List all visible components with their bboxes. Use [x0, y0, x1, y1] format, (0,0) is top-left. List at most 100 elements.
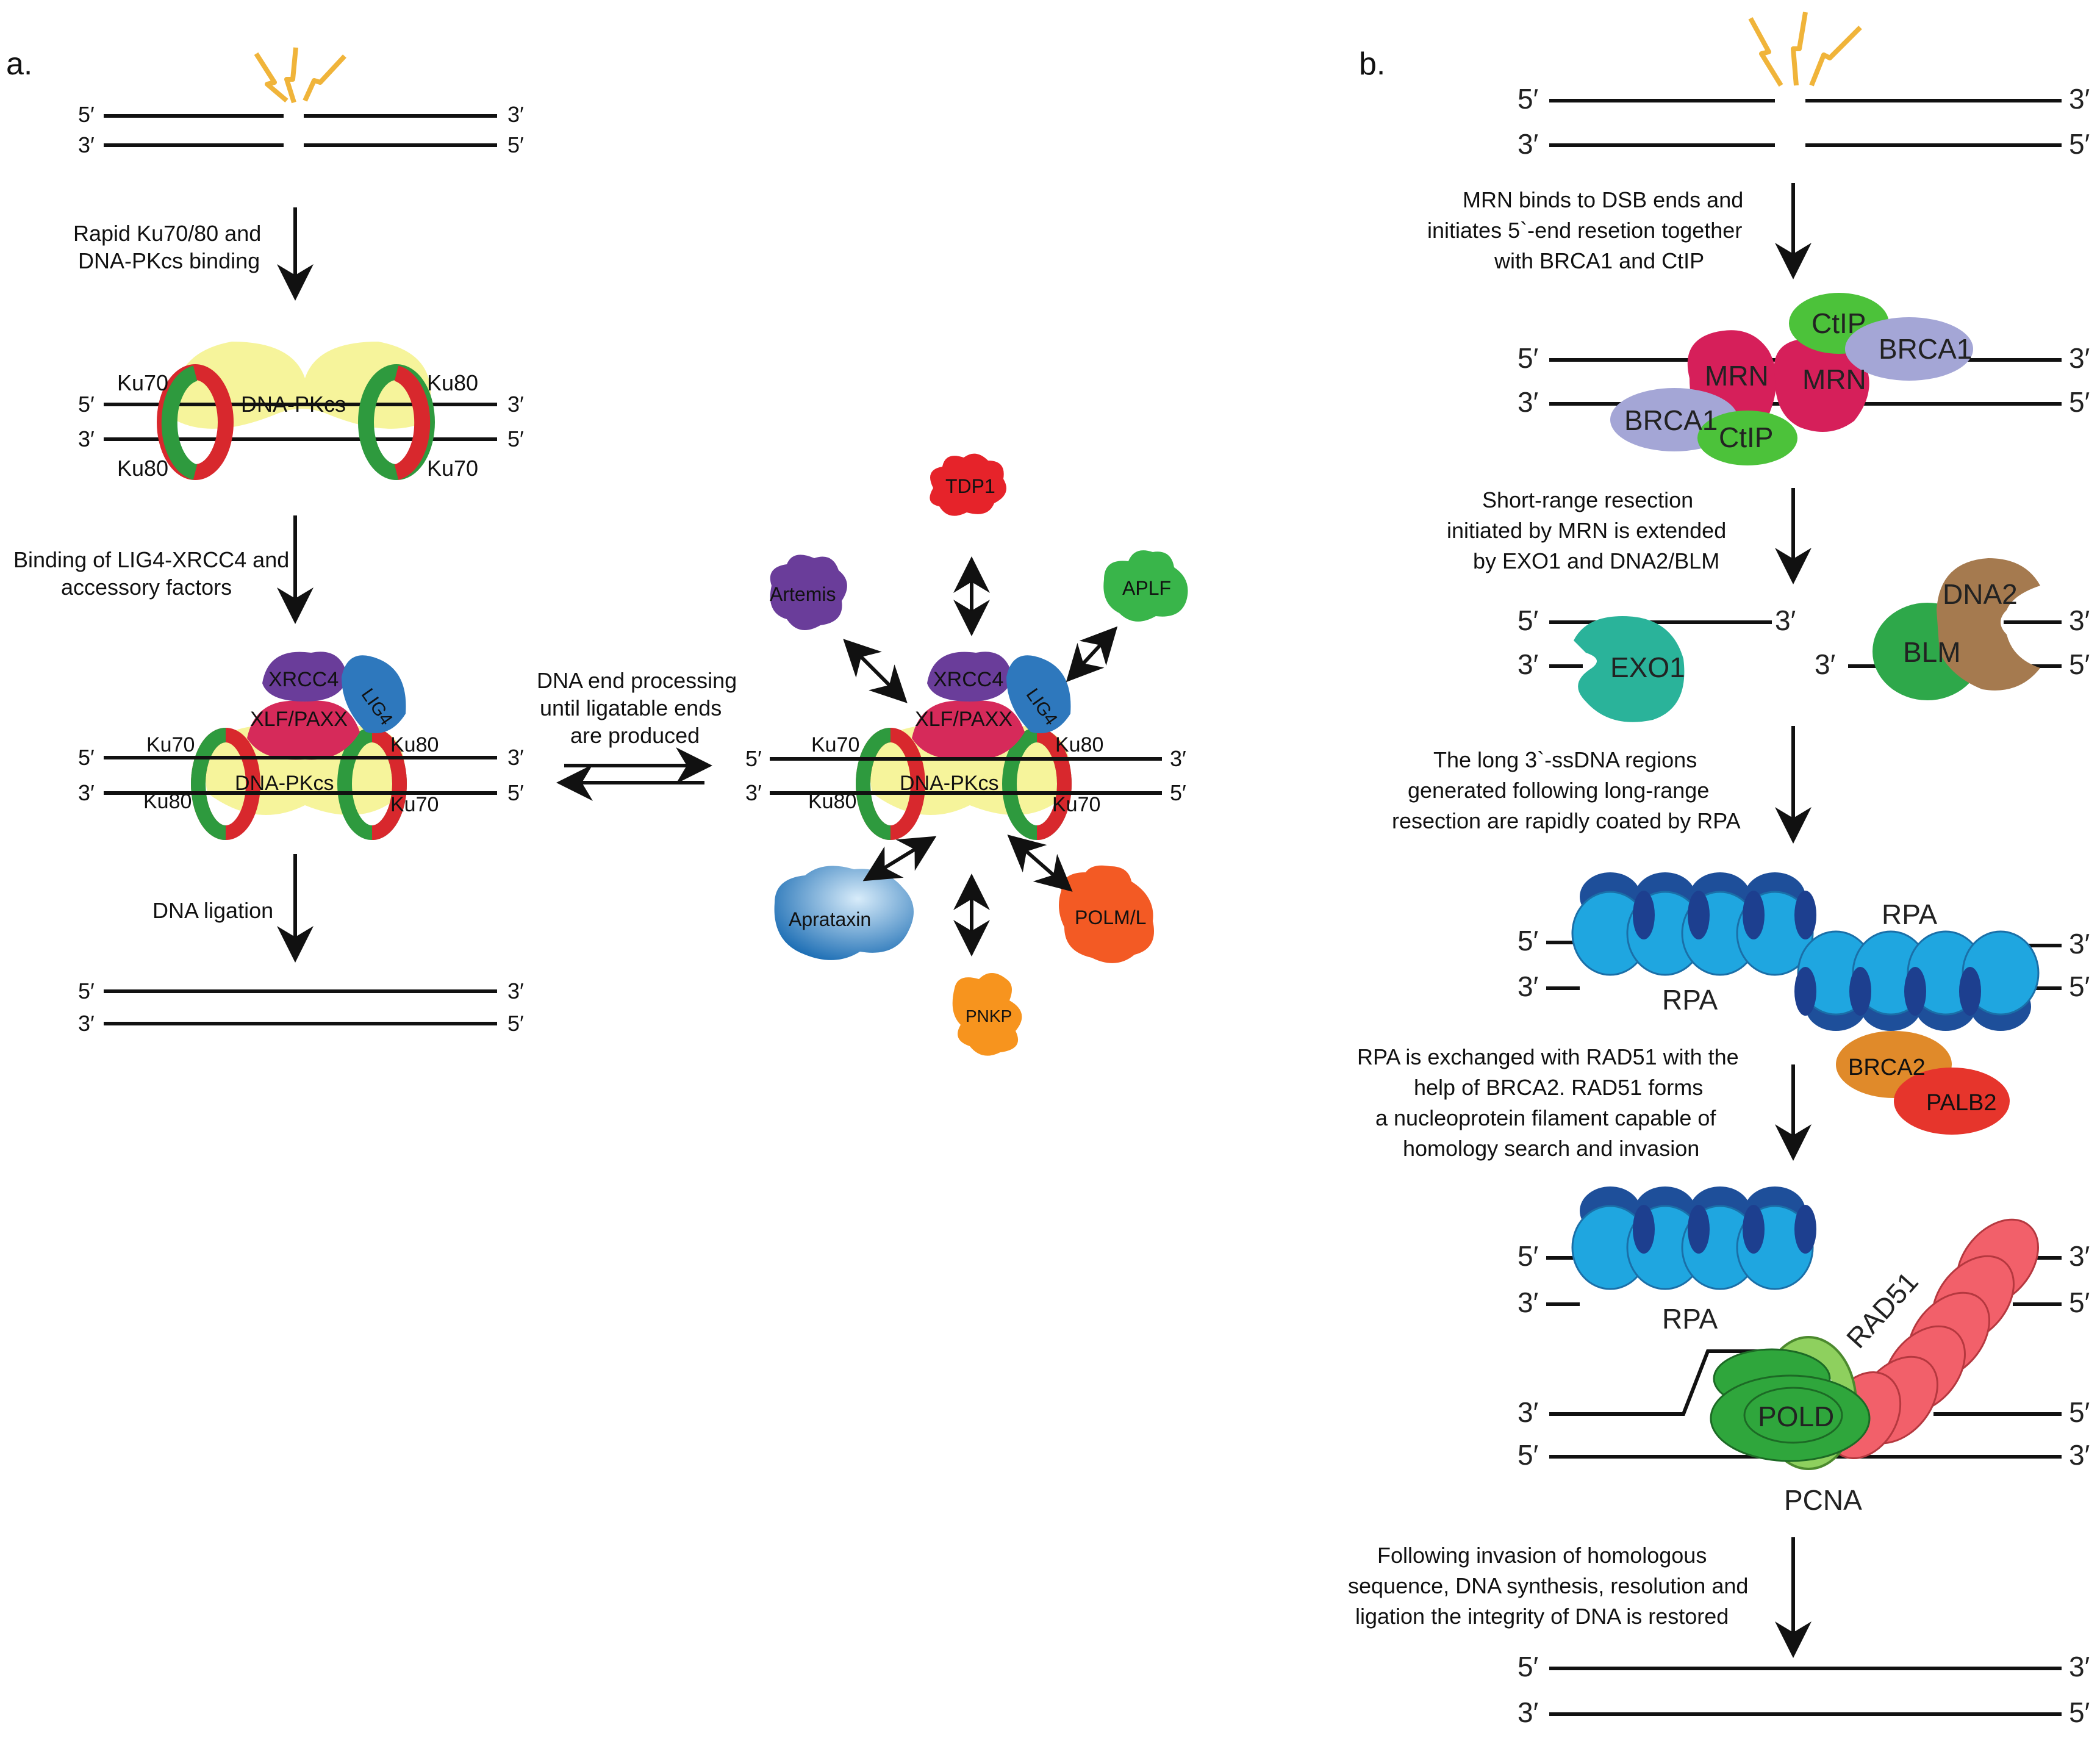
svg-text:5′: 5′	[1518, 1651, 1538, 1682]
nhej-repaired-dna: 5′ 3′ 3′ 5′	[78, 978, 524, 1036]
svg-text:Ku70: Ku70	[1052, 793, 1100, 816]
svg-text:3′: 3′	[78, 132, 95, 157]
hr-step1-line3: with BRCA1 and CtIP	[1494, 248, 1704, 273]
svg-text:XLF/PAXX: XLF/PAXX	[250, 708, 348, 731]
svg-text:POLM/L: POLM/L	[1075, 906, 1146, 928]
svg-text:Ku70: Ku70	[811, 733, 859, 756]
lightning-icon	[254, 47, 346, 104]
svg-text:5′: 5′	[2069, 971, 2090, 1002]
svg-text:3′: 3′	[1815, 648, 1835, 680]
svg-text:3′: 3′	[1518, 128, 1538, 160]
panel-b-label: b.	[1359, 46, 1385, 82]
svg-text:Ku70: Ku70	[146, 733, 195, 756]
svg-text:DNA-PKcs: DNA-PKcs	[900, 772, 998, 795]
lightning-icon	[1748, 12, 1862, 87]
rad51-invasion: RPA 5′ 3′ RAD51 POLD PCNA 3′ 5′ 3′ 5′ 5	[1518, 1186, 2090, 1516]
svg-text:3′: 3′	[1775, 605, 1796, 636]
hr-step1-line1: MRN binds to DSB ends and	[1463, 187, 1743, 212]
svg-text:APLF: APLF	[1122, 577, 1171, 599]
svg-text:BRCA1: BRCA1	[1879, 333, 1972, 365]
svg-text:RPA: RPA	[1882, 899, 1937, 930]
svg-text:Ku70: Ku70	[427, 456, 478, 481]
svg-text:5′: 5′	[2069, 1696, 2090, 1728]
factor-tdp1: TDP1	[930, 453, 1006, 516]
svg-text:DNA-PKcs: DNA-PKcs	[235, 772, 334, 795]
svg-text:5′: 5′	[78, 978, 95, 1003]
svg-text:RPA: RPA	[1662, 1303, 1718, 1335]
resection-complexes: EXO1 BLM DNA2 5′ 3′ 3′ 3′ 3′ 5′	[1518, 558, 2090, 722]
factor-aprataxin: Aprataxin	[774, 866, 914, 960]
svg-text:3′: 3′	[1518, 386, 1538, 418]
svg-text:XRCC4: XRCC4	[933, 668, 1003, 691]
svg-text:5′: 5′	[2069, 1396, 2090, 1428]
svg-text:BLM: BLM	[1903, 636, 1961, 668]
svg-text:3′: 3′	[507, 978, 524, 1003]
svg-text:3′: 3′	[1518, 971, 1538, 1002]
svg-text:5′: 5′	[745, 746, 762, 771]
svg-text:5′: 5′	[507, 1011, 524, 1036]
hr-step2-line2: initiated by MRN is extended	[1447, 518, 1726, 543]
nhej-ligation-complex-left: XRCC4 LIG4 XLF/PAXX DNA-PKcs Ku70 Ku80 K…	[78, 652, 524, 840]
svg-text:Ku80: Ku80	[390, 733, 439, 756]
svg-text:3′: 3′	[2069, 83, 2090, 115]
svg-text:3′: 3′	[2069, 1240, 2090, 1272]
svg-text:TDP1: TDP1	[945, 475, 995, 497]
ku-dnapkcs-complex: DNA-PKcs Ku70 Ku80 Ku80 Ku70 5′ 3′ 3′ 5′	[78, 342, 524, 481]
svg-text:5′: 5′	[1518, 1439, 1538, 1471]
svg-text:5′: 5′	[1170, 780, 1186, 805]
svg-text:3′: 3′	[1518, 1287, 1538, 1318]
svg-text:Aprataxin: Aprataxin	[789, 908, 871, 930]
svg-text:MRN: MRN	[1705, 360, 1769, 392]
factor-artemis: Artemis	[770, 555, 847, 630]
hr-step2-line1: Short-range resection	[1482, 487, 1693, 512]
svg-text:DNA2: DNA2	[1943, 578, 2018, 610]
hr-step2-line3: by EXO1 and DNA2/BLM	[1473, 548, 1719, 573]
svg-text:3′: 3′	[78, 780, 95, 805]
svg-text:3′: 3′	[2069, 928, 2090, 960]
svg-text:3′: 3′	[507, 102, 524, 127]
processing-line2: until ligatable ends	[540, 695, 722, 720]
hr-step3-line3: resection are rapidly coated by RPA	[1392, 808, 1741, 833]
svg-text:5′: 5′	[507, 780, 524, 805]
svg-text:Ku80: Ku80	[117, 456, 168, 481]
svg-text:BRCA2: BRCA2	[1848, 1055, 1926, 1080]
svg-text:Ku80: Ku80	[1055, 733, 1103, 756]
svg-text:3′: 3′	[2069, 342, 2090, 374]
hr-step3-line2: generated following long-range	[1408, 778, 1709, 803]
svg-text:Ku80: Ku80	[427, 370, 478, 395]
svg-text:DNA-PKcs: DNA-PKcs	[241, 392, 346, 417]
factor-polm: POLM/L	[1059, 865, 1154, 963]
svg-text:5′: 5′	[1518, 83, 1538, 115]
svg-text:3′: 3′	[1518, 1696, 1538, 1728]
hr-step4-line3: a nucleoprotein filament capable of	[1375, 1105, 1716, 1130]
svg-text:5′: 5′	[2069, 128, 2090, 160]
svg-text:XRCC4: XRCC4	[268, 668, 339, 691]
svg-text:MRN: MRN	[1802, 364, 1866, 395]
factor-pnkp: PNKP	[952, 973, 1022, 1056]
svg-text:3′: 3′	[745, 780, 762, 805]
factor-exchange-arrows	[843, 556, 1118, 957]
processing-equilibrium-arrows	[556, 747, 712, 801]
hr-step3-line1: The long 3`-ssDNA regions	[1433, 747, 1697, 772]
svg-text:5′: 5′	[2069, 386, 2090, 418]
svg-text:3′: 3′	[2069, 1439, 2090, 1471]
svg-text:5′: 5′	[78, 745, 95, 770]
svg-text:PCNA: PCNA	[1784, 1484, 1862, 1516]
hr-repaired-dna: 5′ 3′ 3′ 5′	[1518, 1651, 2090, 1728]
factor-aplf: APLF	[1103, 550, 1188, 622]
rpa-coated-ssdna: RPA 5′ 3′ BRCA2 PALB2 RPA 3′ 5′	[1518, 872, 2090, 1135]
svg-text:Ku70: Ku70	[117, 370, 168, 395]
svg-text:3′: 3′	[2069, 605, 2090, 636]
svg-text:3′: 3′	[78, 426, 95, 451]
svg-text:5′: 5′	[1518, 342, 1538, 374]
nhej-processing-complex: XRCC4 LIG4 XLF/PAXX DNA-PKcs Ku70 Ku80 K…	[745, 652, 1186, 840]
svg-text:Ku70: Ku70	[390, 793, 439, 816]
svg-text:5′: 5′	[2069, 1287, 2090, 1318]
svg-text:3′: 3′	[1518, 648, 1538, 680]
svg-text:POLD: POLD	[1758, 1401, 1834, 1432]
svg-text:BRCA1: BRCA1	[1624, 404, 1718, 436]
svg-text:EXO1: EXO1	[1610, 652, 1685, 683]
hr-broken-dna: 5′ 3′ 3′ 5′	[1518, 83, 2090, 160]
nhej-broken-dna: 5′ 3′ 3′ 5′	[78, 102, 524, 157]
